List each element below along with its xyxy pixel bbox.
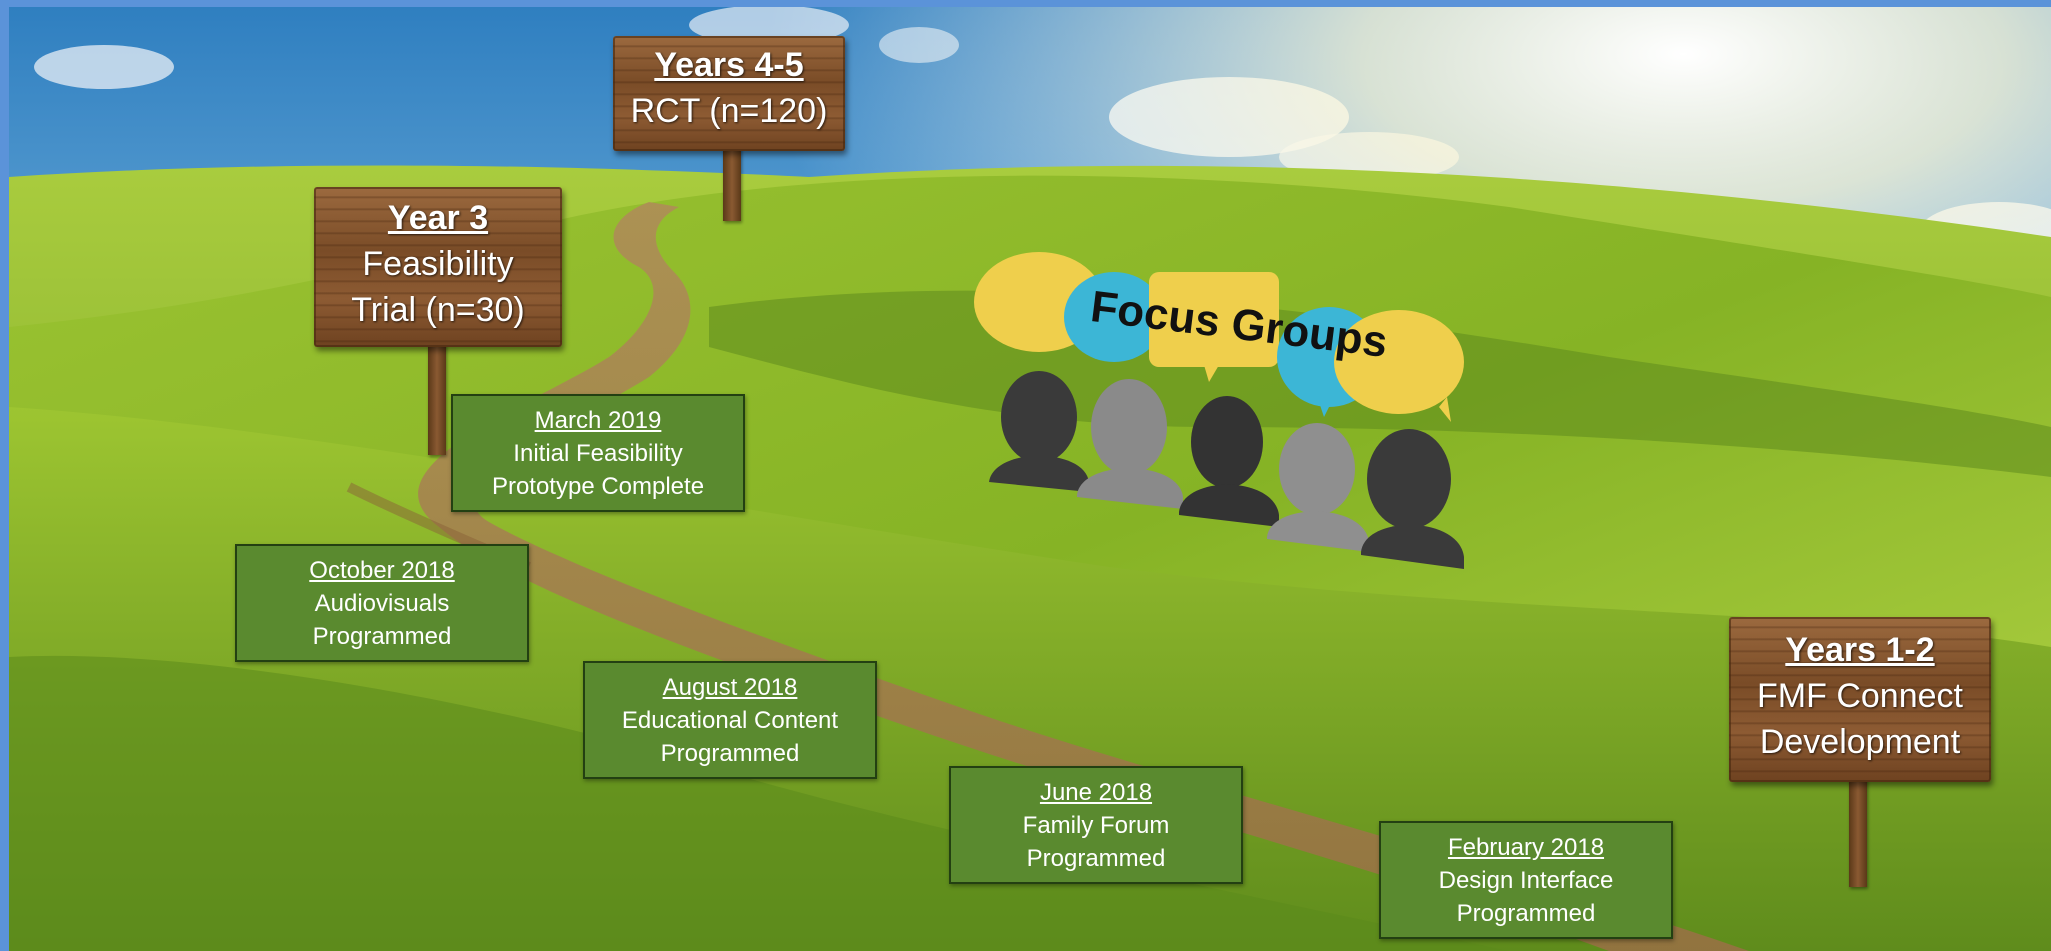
milestone-date: October 2018: [309, 557, 455, 584]
person-silhouette-2: [1077, 379, 1183, 509]
milestone-text: Programmed: [1026, 845, 1166, 872]
focus-groups-illustration: [974, 252, 1464, 569]
sign-text: FMF Connect: [1757, 677, 1963, 715]
milestone-march-2019: March 2019 Initial Feasibility Prototype…: [451, 394, 745, 512]
sign-post-year-3: [428, 337, 446, 455]
milestone-august-2018: August 2018 Educational Content Programm…: [583, 661, 877, 779]
person-silhouette-4: [1267, 423, 1369, 552]
sign-text: RCT (n=120): [630, 92, 828, 130]
speech-bubble-blue-left: [1064, 272, 1164, 362]
milestone-text: Initial Feasibility: [513, 440, 683, 467]
sign-text: Feasibility: [362, 245, 514, 283]
milestone-text: Prototype Complete: [491, 473, 705, 500]
milestone-date: March 2019: [534, 407, 662, 434]
sign-heading: Year 3: [387, 199, 489, 237]
sign-text: Trial (n=30): [351, 291, 525, 329]
milestone-text: Audiovisuals: [314, 590, 450, 617]
sign-text: Development: [1759, 723, 1961, 761]
milestone-date: February 2018: [1447, 834, 1605, 861]
sign-years-4-5: Years 4-5 RCT (n=120): [613, 36, 845, 151]
milestone-text: Educational Content: [621, 707, 839, 734]
top-border: [0, 0, 2051, 7]
milestone-february-2018: February 2018 Design Interface Programme…: [1379, 821, 1673, 939]
milestone-june-2018: June 2018 Family Forum Programmed: [949, 766, 1243, 884]
milestone-text: Programmed: [660, 740, 800, 767]
sign-heading: Years 1-2: [1785, 631, 1935, 669]
milestone-text: Family Forum: [1022, 812, 1170, 839]
milestone-date: June 2018: [1039, 779, 1153, 806]
person-silhouette-1: [989, 371, 1089, 492]
speech-bubble-yellow-middle: [1149, 272, 1279, 382]
milestone-text: Programmed: [312, 623, 452, 650]
sign-post-years-1-2: [1849, 772, 1867, 887]
person-silhouette-3: [1179, 396, 1279, 527]
speech-bubble-yellow-right: [1334, 310, 1464, 422]
person-silhouette-5: [1361, 429, 1464, 569]
milestone-october-2018: October 2018 Audiovisuals Programmed: [235, 544, 529, 662]
sign-year-3: Year 3 Feasibility Trial (n=30): [314, 187, 562, 347]
milestone-text: Programmed: [1456, 900, 1596, 927]
sign-years-1-2: Years 1-2 FMF Connect Development: [1729, 617, 1991, 782]
sign-post-years-4-5: [723, 143, 741, 221]
landscape-scene: Focus Groups Years 4-5 RCT (n=120) Year …: [9, 7, 2051, 951]
sign-heading: Years 4-5: [654, 46, 804, 84]
milestone-text: Design Interface: [1438, 867, 1614, 894]
milestone-date: August 2018: [662, 674, 798, 701]
